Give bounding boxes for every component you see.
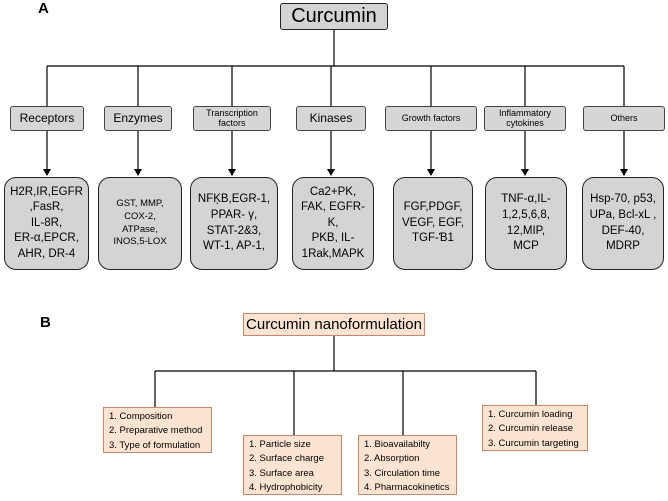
leaf-item: INOS,5-LOX [113, 236, 167, 248]
leaf-others: Hsp-70, p53, UPa, Bcl-xL , DEF-40, MDRP [582, 177, 664, 270]
leaf-item: PPAR- γ, [210, 208, 258, 221]
leaf-item: IL-8R, [30, 216, 63, 229]
leaf-item: 1Rak,MAPK [301, 247, 365, 260]
leaf-item: ATPase, [122, 223, 158, 235]
group-item: 1. Composition [109, 411, 173, 422]
leaf-item: UPa, Bcl-xL , [589, 208, 657, 221]
leaf-item: VEGF, EGF, [402, 216, 464, 229]
leaf-item: 12,MIP, [506, 224, 546, 237]
group-item: 2. Surface charge [249, 453, 324, 465]
category-name-line: factors [218, 117, 246, 128]
leaf-growth-factors: FGF,PDGF, VEGF, EGF, TGF-Ɓ1 [393, 177, 473, 270]
leaf-item: WT-1, AP-1, [203, 240, 265, 253]
category-receptors: Receptors [10, 106, 84, 131]
leaf-item: AHR, DR-4 [17, 247, 76, 260]
leaf-item: STAT-2&3, [206, 224, 262, 237]
leaf-item: FGF,PDGF, [403, 201, 463, 214]
leaf-item: NFĶB,EGR-1, [197, 193, 271, 206]
group-item: 1. Particle size [249, 439, 311, 450]
leaf-item: MCP [513, 240, 539, 253]
leaf-item: FAK, EGFR-K, [301, 201, 365, 229]
leaf-item: COX-2, [124, 210, 156, 222]
category-kinases: Kinases [296, 106, 366, 131]
category-name-line: cytokines [506, 117, 544, 128]
leaf-item: Hsp-70, p53, [590, 193, 656, 206]
leaf-item: GST, MMP, [116, 197, 164, 209]
group-item: 4. Hydrophobicity [249, 481, 323, 493]
leaf-item: TGF-Ɓ1 [412, 232, 454, 245]
leaf-item: ,FasR, [29, 201, 64, 214]
leaf-item: PKB, IL- [311, 232, 355, 245]
leaf-item: TNF-α,IL- [501, 193, 551, 206]
panel-a-label: A [38, 0, 49, 17]
leaf-inflammatory-cytokines: TNF-α,IL- 1,2,5,6,8, 12,MIP, MCP [485, 177, 567, 270]
group-item: 4. Pharmacokinetics [364, 481, 450, 493]
group-item: 2. Preparative method [109, 425, 203, 437]
group-item: 3. Surface area [249, 467, 314, 479]
leaf-enzymes: GST, MMP, COX-2, ATPase, INOS,5-LOX [98, 177, 182, 270]
group-item: 1. Curcumin loading [488, 409, 573, 420]
leaf-item: DEF-40, [601, 224, 645, 237]
leaf-item: H2R,IR,EGFR [10, 185, 83, 198]
category-transcription-factors: Transcription factors [193, 106, 271, 131]
group-loading-release: 1. Curcumin loading 2. Curcumin release … [482, 405, 588, 451]
group-particle-properties: 1. Particle size 2. Surface charge 3. Su… [243, 435, 342, 495]
group-item: 3. Type of formulation [109, 439, 201, 451]
category-others: Others [583, 106, 665, 131]
leaf-item: Ca2+PK, [309, 185, 357, 198]
group-composition: 1. Composition 2. Preparative method 3. … [103, 407, 212, 453]
leaf-receptors: H2R,IR,EGFR ,FasR, IL-8R, ER-α,EPCR, AHR… [4, 177, 89, 270]
group-item: 2. Absorption [364, 453, 420, 465]
leaf-item: MDRP [606, 240, 640, 253]
leaf-item: ER-α,EPCR, [14, 232, 79, 245]
category-name-line: Transcription [206, 108, 258, 119]
curcumin-root-box: Curcumin [280, 3, 388, 30]
group-item: 1. Bioavailabilty [364, 439, 431, 450]
category-name-line: Inflammatory [498, 108, 551, 119]
category-enzymes: Enzymes [104, 106, 172, 131]
nanoformulation-root-box: Curcumin nanoformulation [243, 313, 425, 336]
group-bioavailability: 1. Bioavailabilty 2. Absorption 3. Circu… [358, 435, 457, 495]
panel-b-label: B [40, 314, 51, 331]
group-item: 3. Circulation time [364, 467, 441, 479]
category-inflammatory-cytokines: Inflammatory cytokines [484, 106, 566, 131]
leaf-transcription-factors: NFĶB,EGR-1, PPAR- γ, STAT-2&3, WT-1, AP-… [190, 177, 278, 270]
group-item: 3. Curcumin targeting [488, 437, 579, 449]
leaf-item: 1,2,5,6,8, [502, 208, 550, 221]
leaf-kinases: Ca2+PK, FAK, EGFR-K, PKB, IL- 1Rak,MAPK [292, 177, 374, 270]
group-item: 2. Curcumin release [488, 423, 574, 435]
category-growth-factors: Growth factors [385, 106, 477, 131]
